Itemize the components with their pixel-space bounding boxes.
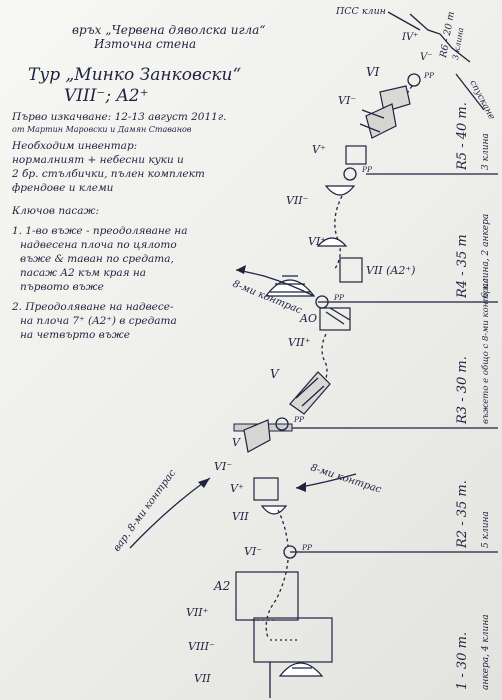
- belay-r2: [283, 545, 297, 559]
- pss-label: ПСС клин: [335, 6, 386, 17]
- dihedral-feature: [289, 371, 331, 415]
- peak-name: връх „Червена дяволска игла“: [72, 23, 265, 37]
- key-line-7: на плоча 7⁺ (A2⁺) в средата: [20, 315, 177, 327]
- route-line-r4: [317, 333, 328, 393]
- grade-v-2: V: [232, 436, 241, 449]
- key-line-8: на четвърто въже: [20, 329, 130, 341]
- pitch-r4-sub: 6 клина, 2 анкера: [481, 214, 491, 298]
- gear-line-2: 2 бр. стълбички, пълен комплект: [11, 168, 205, 180]
- first-ascent-authors: от Мартин Маровски и Дамян Ставанов: [12, 125, 192, 134]
- first-ascent: Първо изкачване: 12-13 август 2011г.: [11, 111, 227, 123]
- grade-ao: AO: [299, 312, 317, 325]
- summit-ridge: [409, 13, 471, 63]
- slab-box-hatching: [325, 307, 351, 325]
- a2-box: [235, 571, 299, 621]
- pss-arrow: [387, 11, 421, 31]
- variant-2-arrowhead: [296, 482, 306, 492]
- route-line-r5: [333, 195, 343, 271]
- crack-box-r2: [253, 477, 279, 501]
- pitch-r2-sub: 5 клина: [481, 511, 491, 548]
- grade-vii-1: VII: [232, 510, 249, 523]
- slab-hatching: [359, 109, 385, 133]
- slab-feature-3: [243, 419, 271, 453]
- key-line-4: пасаж A2 към края на: [20, 267, 146, 279]
- grade-v-1: V: [270, 367, 280, 381]
- key-line-2: надвесена плоча по цялото: [20, 239, 177, 251]
- key-line-1: 1. 1-во въже - преодоляване на: [12, 225, 188, 237]
- belay-r3: [275, 417, 289, 431]
- overhang-4: [278, 662, 324, 677]
- overhang-1: [324, 185, 356, 196]
- overhang-3: [260, 505, 288, 515]
- belay-r2-pp: PP: [301, 543, 313, 552]
- route-grade: VIII⁻; A2⁺: [64, 86, 149, 106]
- pitch-r4-label: R4 - 35 m: [455, 234, 470, 299]
- pitch-r1-label: 1 - 30 m.: [455, 632, 470, 690]
- variant-1-arrowhead: [236, 265, 246, 274]
- pitch-r3-sub: въжето е общо с 8-ми контрас: [480, 278, 491, 424]
- overhang-2: [316, 237, 348, 247]
- pitch-r5-sub: 3 клина: [481, 133, 491, 170]
- key-line-5: първото въже: [20, 281, 104, 293]
- belay-r4-pp: PP: [333, 293, 345, 302]
- roof-hatching: [270, 275, 310, 293]
- gear-line-3: френдове и клеми: [12, 182, 114, 194]
- key-line-6: 2. Преодоляване на надвесе-: [11, 301, 174, 313]
- grade-v-plus-1: V⁺: [312, 143, 326, 156]
- grade-vii-2: VII: [194, 672, 211, 685]
- pitch-r1-sub: анкера, 4 клина: [481, 614, 491, 690]
- grade-v-plus-2: V⁺: [230, 482, 244, 495]
- slab-box-r4: [319, 307, 351, 331]
- face-name: Източна стена: [93, 37, 196, 51]
- variant-2-label: 8-ми контрас: [309, 462, 383, 495]
- grade-vii-plus-2: VII⁺: [186, 606, 209, 619]
- slab-box-r1: [253, 617, 333, 663]
- slab-feature-2: [365, 103, 397, 139]
- pitch-r3-label: R3 - 30 m.: [455, 356, 470, 425]
- key-line-3: въже & таван по средата,: [20, 253, 174, 265]
- belay-r6: [407, 73, 421, 87]
- descent-label: спускане: [467, 79, 496, 122]
- belay-r5-pp: PP: [361, 165, 373, 174]
- belay-r5: [343, 167, 357, 181]
- grade-vi-1: VI: [366, 65, 380, 79]
- key-title: Ключов пасаж:: [11, 205, 99, 217]
- gear-line-1: нормалният + небесни куки и: [12, 154, 184, 166]
- gear-title: Необходим инвентар:: [11, 140, 137, 152]
- route-line-r3: [277, 509, 289, 547]
- belay-r6-pp: PP: [423, 71, 435, 80]
- descent-arrow: [455, 73, 485, 111]
- belay-r3-pp: PP: [293, 415, 305, 424]
- grade-vi-minus-2: VI⁻: [214, 460, 232, 473]
- grade-a2: A2: [213, 579, 230, 593]
- crux-box: [339, 257, 363, 283]
- grade-viii-minus: VIII⁻: [188, 640, 215, 653]
- grade-vii-a2: VII (A2⁺): [366, 264, 415, 277]
- pitch-r2-label: R2 - 35 m.: [455, 480, 470, 549]
- grade-vi-minus-3: VI⁻: [244, 545, 262, 558]
- pitch-r5-label: R5 - 40 m.: [455, 102, 470, 171]
- grade-vii-plus-1: VII⁺: [288, 336, 311, 349]
- dihedral-hatching: [295, 377, 325, 407]
- grade-vi-minus-1: VI⁻: [338, 94, 356, 107]
- grade-vii-minus-1: VII⁻: [286, 194, 309, 207]
- roof-box-r5: [345, 145, 367, 165]
- route-name: Тур „Минко Занковски“: [28, 65, 241, 85]
- grade-iv-plus: IV⁺: [401, 32, 418, 43]
- variant-3-arrowhead: [198, 478, 210, 488]
- grade-v-minus-top: V⁻: [420, 52, 433, 63]
